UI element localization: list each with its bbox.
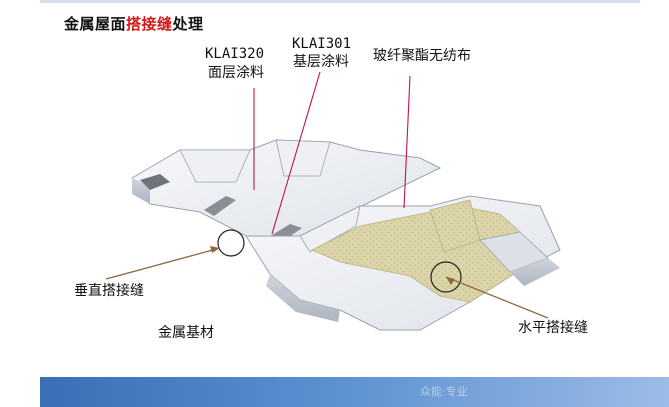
vertical-seam-circle <box>217 229 245 257</box>
title-prefix: 金属屋面 <box>64 15 127 33</box>
topcoat-name-label: 面层涂料 <box>208 65 264 81</box>
topcoat-code-label: KLAI320 <box>205 46 265 62</box>
seam-leaders <box>105 247 549 319</box>
basecoat-code-label: KLAI301 <box>292 36 352 52</box>
title-highlight: 搭接缝 <box>126 15 173 33</box>
horizontal-seam-label: 水平搭接缝 <box>518 320 588 336</box>
top-rule <box>40 0 640 3</box>
leader-lines <box>253 71 411 235</box>
horizontal-seam-circle <box>430 261 462 293</box>
vertical-seam-arrowhead <box>210 246 220 253</box>
page-title: 金属屋面搭接缝处理 <box>64 13 204 34</box>
vertical-seam-label: 垂直搭接缝 <box>74 283 144 299</box>
bottom-band: 众能·专业 <box>40 377 669 407</box>
basecoat-leader <box>271 71 321 235</box>
horizontal-seam-arrowhead <box>446 277 455 285</box>
fabric-label: 玻纤聚酯无纺布 <box>373 48 471 64</box>
fabric-layer <box>311 199 541 303</box>
fabric-leader <box>403 75 411 209</box>
title-suffix: 处理 <box>172 15 204 33</box>
watermark: 众能·专业 <box>420 385 468 398</box>
right-ribs <box>479 231 560 286</box>
horizontal-seam-leader <box>445 276 549 319</box>
metal-base-label: 金属基材 <box>158 325 214 341</box>
vertical-seam-leader <box>105 247 221 280</box>
basecoat-name-label: 基层涂料 <box>293 54 349 70</box>
